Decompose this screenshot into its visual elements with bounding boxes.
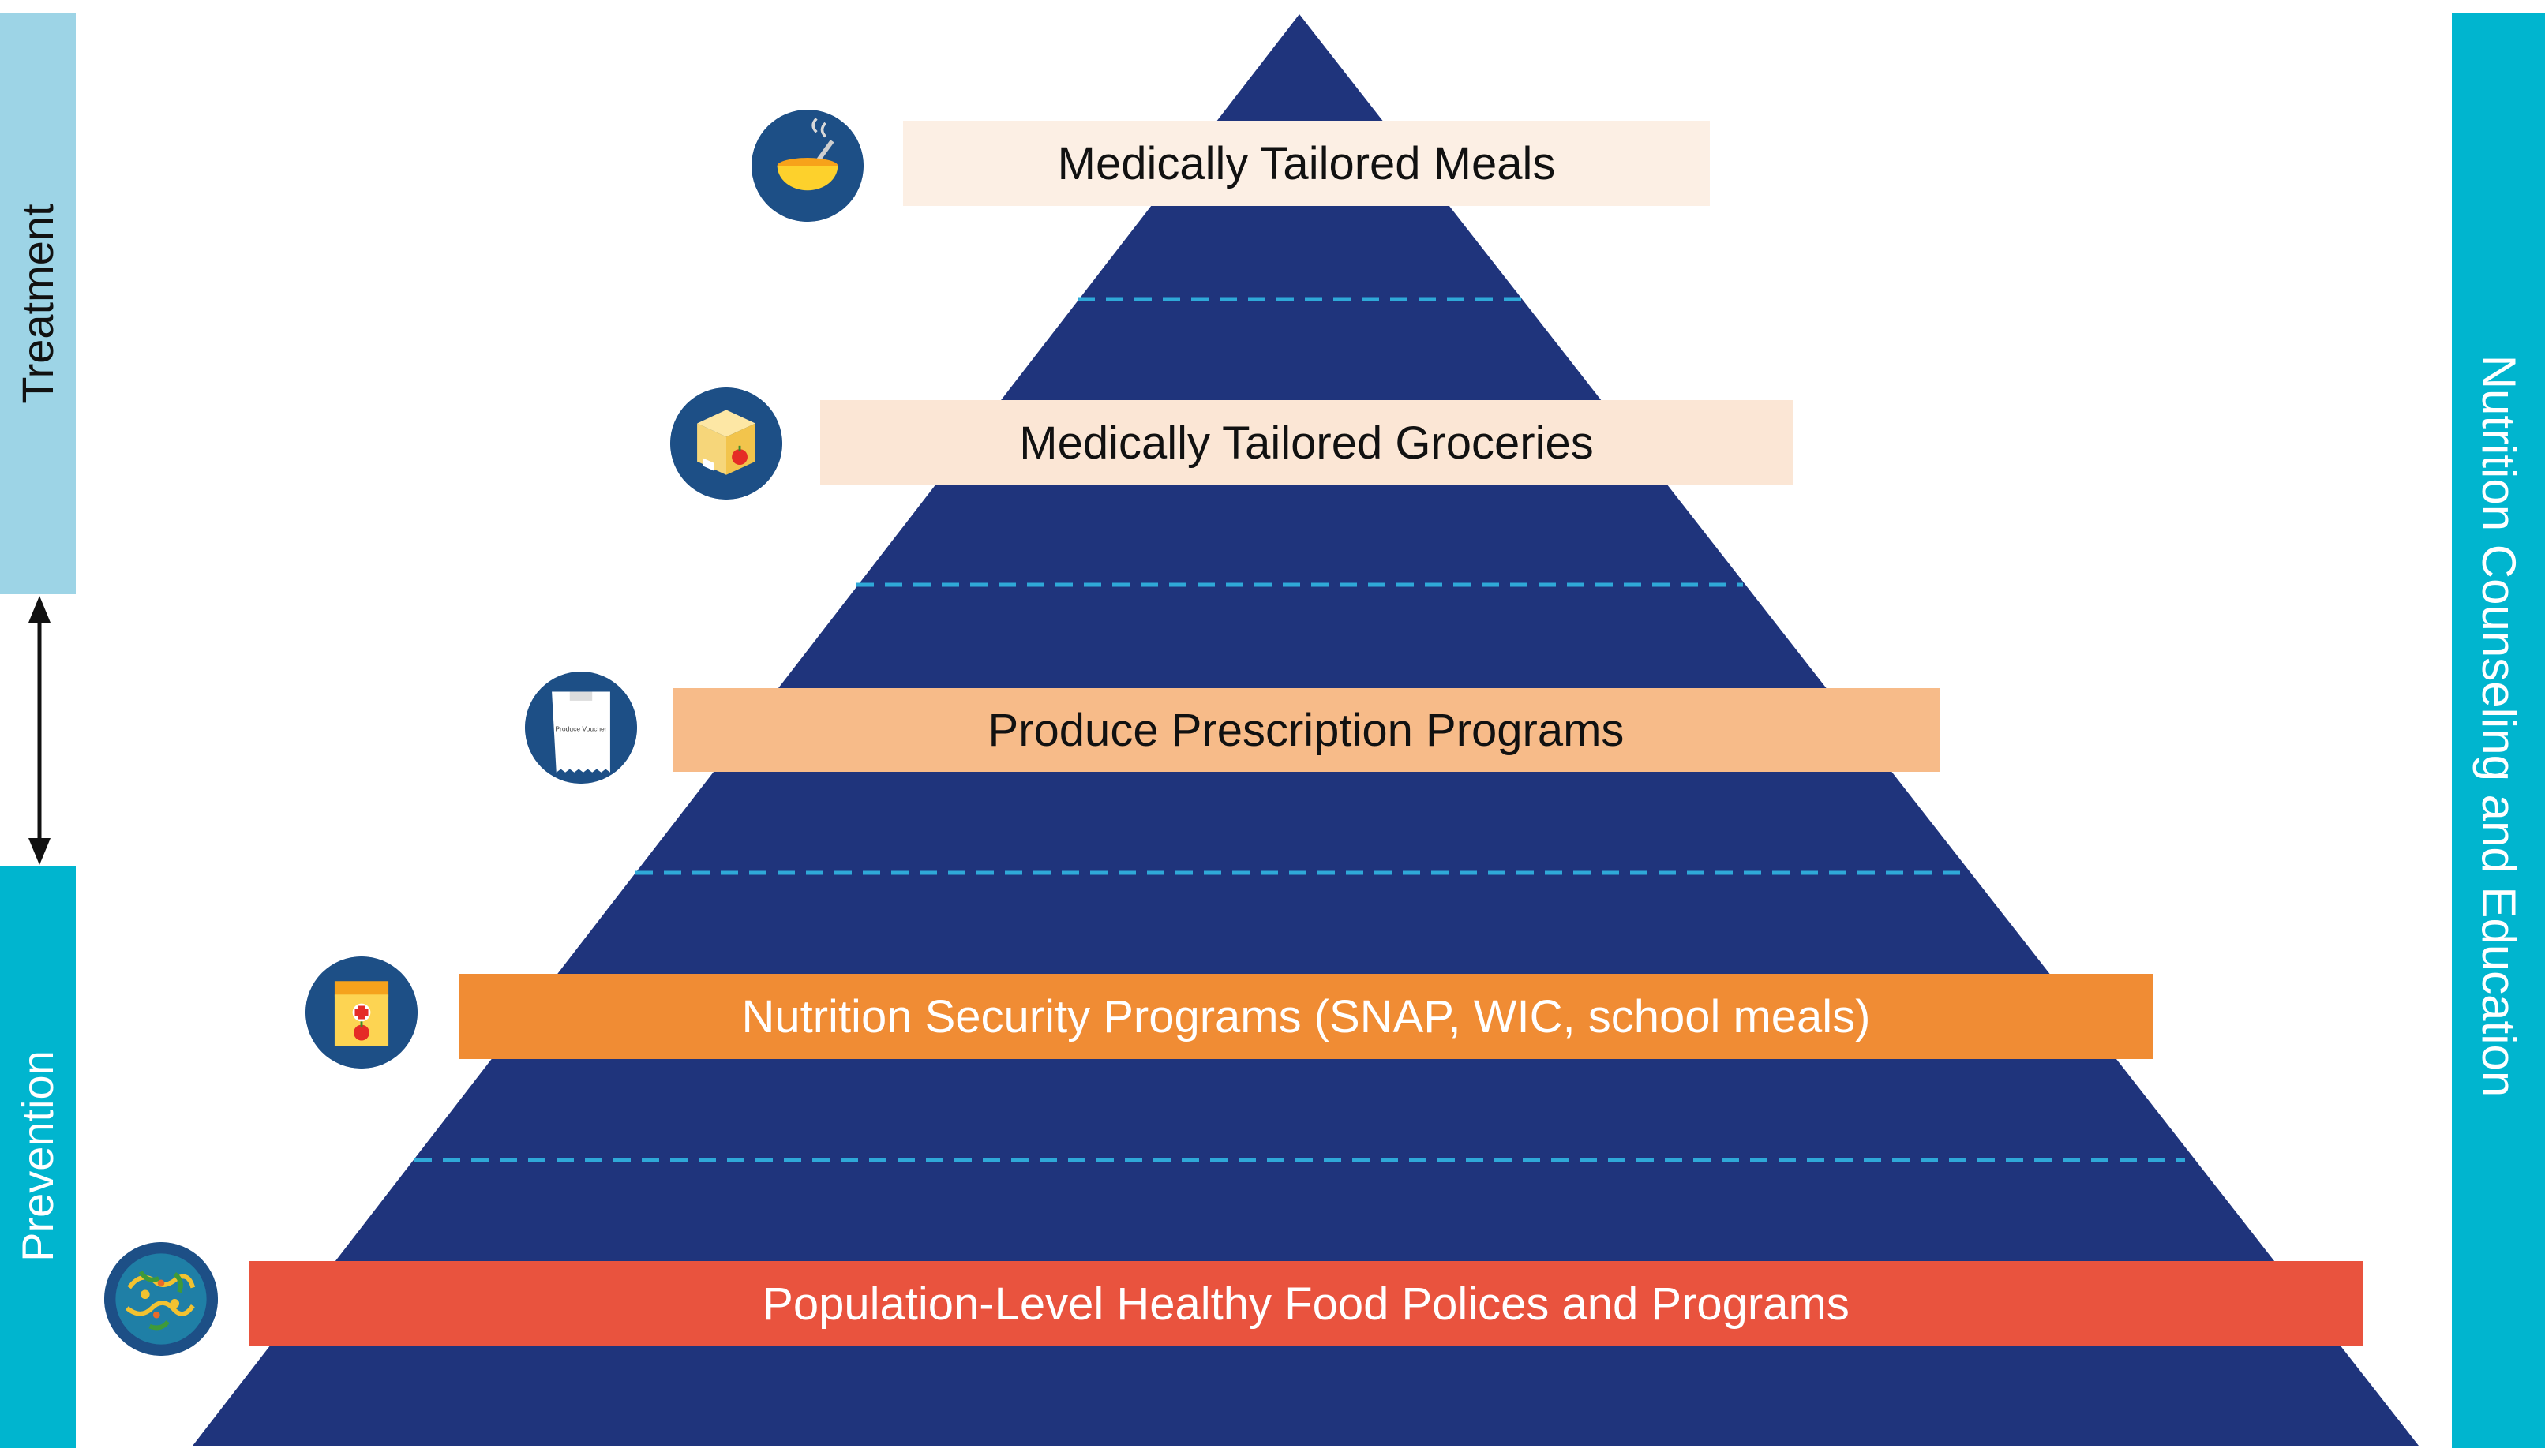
tier-label-text: Produce Prescription Programs: [988, 704, 1625, 756]
nutrition-counseling-bar: [2452, 13, 2545, 1448]
tier-population-level-policies: Population-Level Healthy Food Polices an…: [249, 1261, 2363, 1346]
tier-produce-prescription-programs: Produce Prescription Programs: [673, 688, 1940, 772]
tier-medically-tailored-meals: Medically Tailored Meals: [903, 121, 1710, 206]
tier-label-text: Population-Level Healthy Food Polices an…: [763, 1278, 1850, 1330]
tier-nutrition-security-programs: Nutrition Security Programs (SNAP, WIC, …: [459, 974, 2153, 1059]
grocery-box-icon: [670, 387, 782, 500]
community-globe-icon: [104, 1242, 218, 1356]
tier-label-text: Medically Tailored Meals: [1057, 137, 1556, 189]
tier-label-text: Nutrition Security Programs (SNAP, WIC, …: [741, 990, 1871, 1042]
produce-voucher-icon-text: Produce Voucher: [555, 724, 606, 732]
double-arrow-icon: [28, 596, 51, 865]
soup-bowl-icon: [752, 110, 864, 222]
treatment-bar: [0, 13, 76, 594]
produce-voucher-icon: Produce Voucher: [525, 672, 637, 784]
prevention-bar: [0, 866, 76, 1448]
tier-label-text: Medically Tailored Groceries: [1019, 417, 1594, 469]
tier-medically-tailored-groceries: Medically Tailored Groceries: [820, 400, 1793, 485]
food-bag-icon: [305, 956, 418, 1069]
